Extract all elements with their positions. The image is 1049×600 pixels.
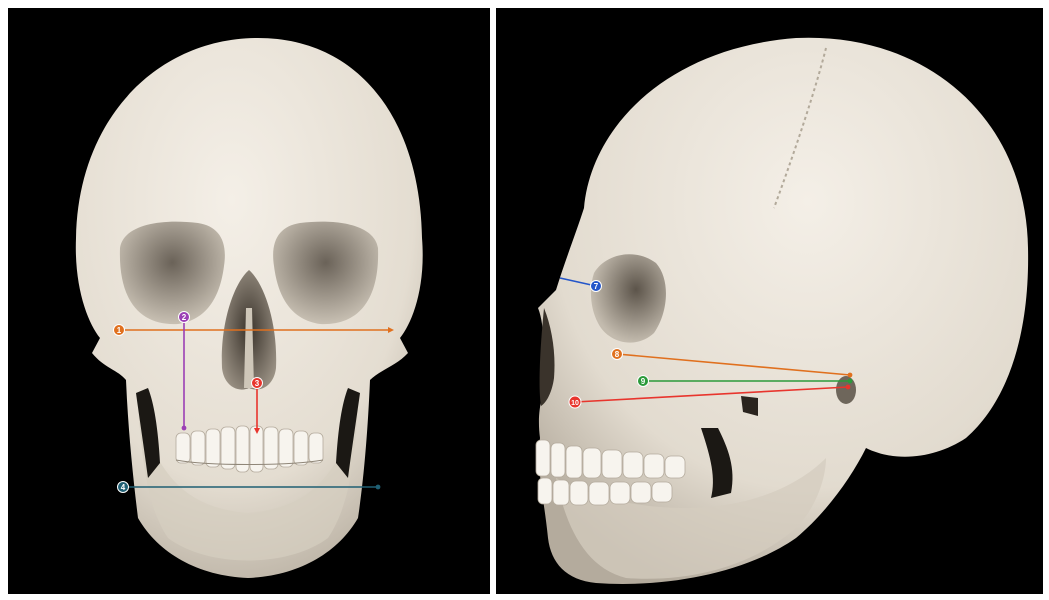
side-end-10 xyxy=(846,385,851,390)
side-marker-7: 7 xyxy=(591,281,602,292)
front-marker-1: 1 xyxy=(114,325,125,336)
svg-text:10: 10 xyxy=(571,400,579,407)
side-orbit xyxy=(591,254,666,342)
side-marker-8: 8 xyxy=(612,349,623,360)
side-marker-9: 9 xyxy=(638,376,649,387)
svg-text:4: 4 xyxy=(121,483,126,492)
svg-text:2: 2 xyxy=(182,313,187,322)
front-end-4 xyxy=(376,485,381,490)
side-end-8 xyxy=(848,373,853,378)
svg-text:9: 9 xyxy=(641,377,646,386)
svg-text:7: 7 xyxy=(594,282,599,291)
front-view-panel: 1 2 3 4 xyxy=(8,8,490,594)
front-marker-4: 4 xyxy=(118,482,129,493)
side-marker-10: 10 xyxy=(569,396,581,408)
side-skull-figure: 7 8 9 10 xyxy=(496,8,1043,594)
front-skull-figure: 1 2 3 4 xyxy=(8,8,490,594)
front-marker-2: 2 xyxy=(179,312,190,323)
svg-text:8: 8 xyxy=(615,350,620,359)
side-end-9 xyxy=(848,379,853,384)
side-view-panel: 7 8 9 10 xyxy=(496,8,1043,594)
svg-text:3: 3 xyxy=(255,379,260,388)
svg-text:1: 1 xyxy=(117,326,122,335)
front-end-2 xyxy=(182,426,187,431)
front-marker-3: 3 xyxy=(252,378,263,389)
